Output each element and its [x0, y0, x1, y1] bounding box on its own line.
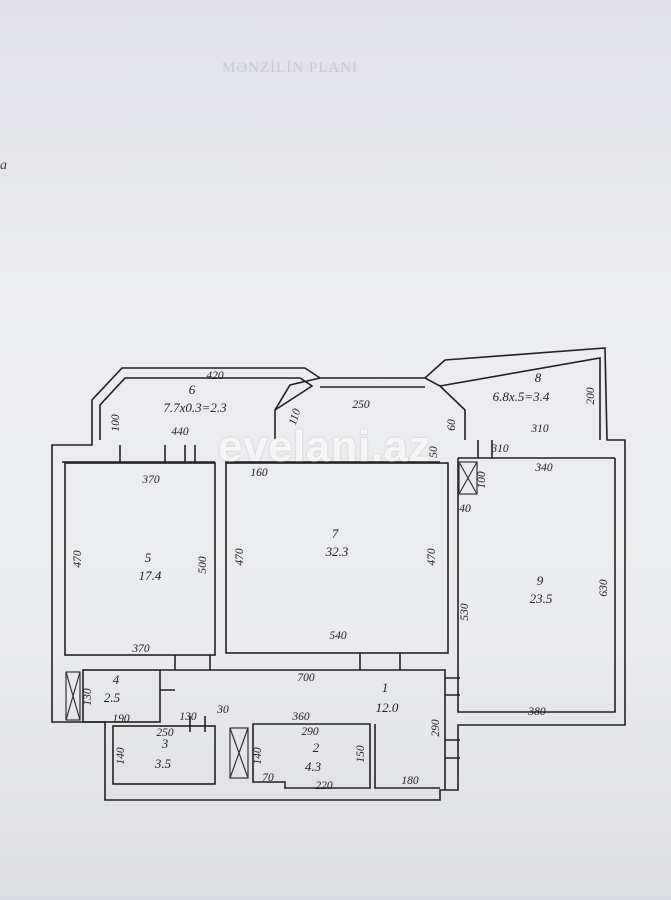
dim-250-bottom: 250 [156, 727, 174, 739]
corridor-wall [160, 669, 446, 790]
room-9-area: 23.5 [530, 591, 553, 606]
dim-500: 500 [197, 556, 209, 574]
dim-380: 380 [527, 706, 546, 718]
room-1-area: 12.0 [376, 700, 399, 715]
room-4-wall [82, 669, 161, 723]
dim-420: 420 [206, 370, 224, 382]
dim-310-top: 310 [530, 423, 549, 435]
margin-mark: a [0, 158, 7, 173]
dim-140-left: 140 [115, 747, 127, 765]
room-5-id: 5 [145, 550, 152, 565]
dim-470-mid: 470 [234, 548, 246, 566]
dim-700: 700 [297, 672, 315, 684]
room-7-area: 32.3 [325, 544, 349, 559]
dim-370-top: 370 [141, 474, 160, 486]
dim-630: 630 [598, 579, 610, 597]
dim-290-right: 290 [430, 719, 442, 737]
dim-290-mid: 290 [301, 726, 319, 738]
dim-40: 40 [459, 503, 471, 515]
shaft-left [65, 671, 81, 721]
dim-530: 530 [459, 603, 471, 621]
dim-470-left: 470 [72, 550, 84, 568]
dim-200: 200 [585, 387, 597, 405]
room-4-id: 4 [113, 672, 120, 687]
shafts [65, 461, 478, 779]
dim-250-top: 250 [352, 399, 370, 411]
room-8-area: 6.8x.5=3.4 [493, 389, 550, 404]
dim-540: 540 [329, 630, 347, 642]
dim-70: 70 [262, 772, 274, 784]
room-3-wall [112, 725, 216, 785]
room-2-area: 4.3 [305, 759, 322, 774]
dim-30: 30 [216, 704, 229, 716]
window-marks [119, 440, 493, 759]
room-5-area: 17.4 [139, 568, 162, 583]
room-8-id: 8 [535, 370, 542, 385]
dim-140-mid: 140 [252, 747, 264, 765]
dimension-labels: 420 100 440 110 250 50 60 200 310 310 34… [72, 370, 610, 792]
dim-150: 150 [355, 745, 367, 763]
bay-window [274, 377, 466, 440]
dim-110: 110 [287, 407, 304, 427]
dim-60: 60 [446, 419, 458, 431]
dim-100-left: 100 [110, 414, 122, 432]
dim-340: 340 [534, 462, 553, 474]
dim-440: 440 [171, 426, 189, 438]
room-7-wall [225, 462, 449, 654]
room-9-id: 9 [537, 573, 544, 588]
balcony-8-wall [439, 357, 601, 440]
walls [51, 347, 626, 801]
dim-360: 360 [291, 711, 310, 723]
dim-130-left: 130 [82, 688, 94, 706]
dim-370-bottom: 370 [131, 643, 150, 655]
plan-title: MƏNZİLİN PLANI [221, 60, 359, 76]
shaft-right-x [458, 461, 478, 495]
room-3-area: 3.5 [154, 756, 172, 771]
dim-310-inner: 310 [490, 443, 509, 455]
dim-180: 180 [401, 775, 419, 787]
dim-50: 50 [428, 446, 440, 458]
dim-220: 220 [315, 780, 333, 792]
shaft-mid [229, 727, 249, 779]
corridor-lower-wall [374, 724, 440, 789]
room-5-wall [64, 462, 216, 656]
room-4-area: 2.5 [104, 690, 121, 705]
room-2-id: 2 [313, 740, 320, 755]
watermark: evelani.az [218, 422, 431, 471]
dim-160: 160 [250, 467, 268, 479]
room-2-wall [252, 723, 371, 789]
room-7-id: 7 [332, 526, 339, 541]
dim-130-mid: 130 [179, 711, 197, 723]
room-6-area: 7.7x0.3=2.3 [163, 400, 227, 415]
room-9-wall [457, 458, 616, 713]
shaft-right [458, 461, 478, 495]
room-6-id: 6 [189, 382, 196, 397]
dim-100-right: 100 [476, 471, 488, 489]
room-3-id: 3 [161, 736, 169, 751]
outer-wall [51, 347, 626, 801]
shaft-left-x [65, 671, 81, 721]
inner-wall-top [62, 457, 615, 463]
dim-470-right: 470 [426, 548, 438, 566]
shaft-mid-x [229, 727, 249, 779]
dim-190: 190 [112, 713, 130, 725]
room-1-id: 1 [382, 680, 389, 695]
